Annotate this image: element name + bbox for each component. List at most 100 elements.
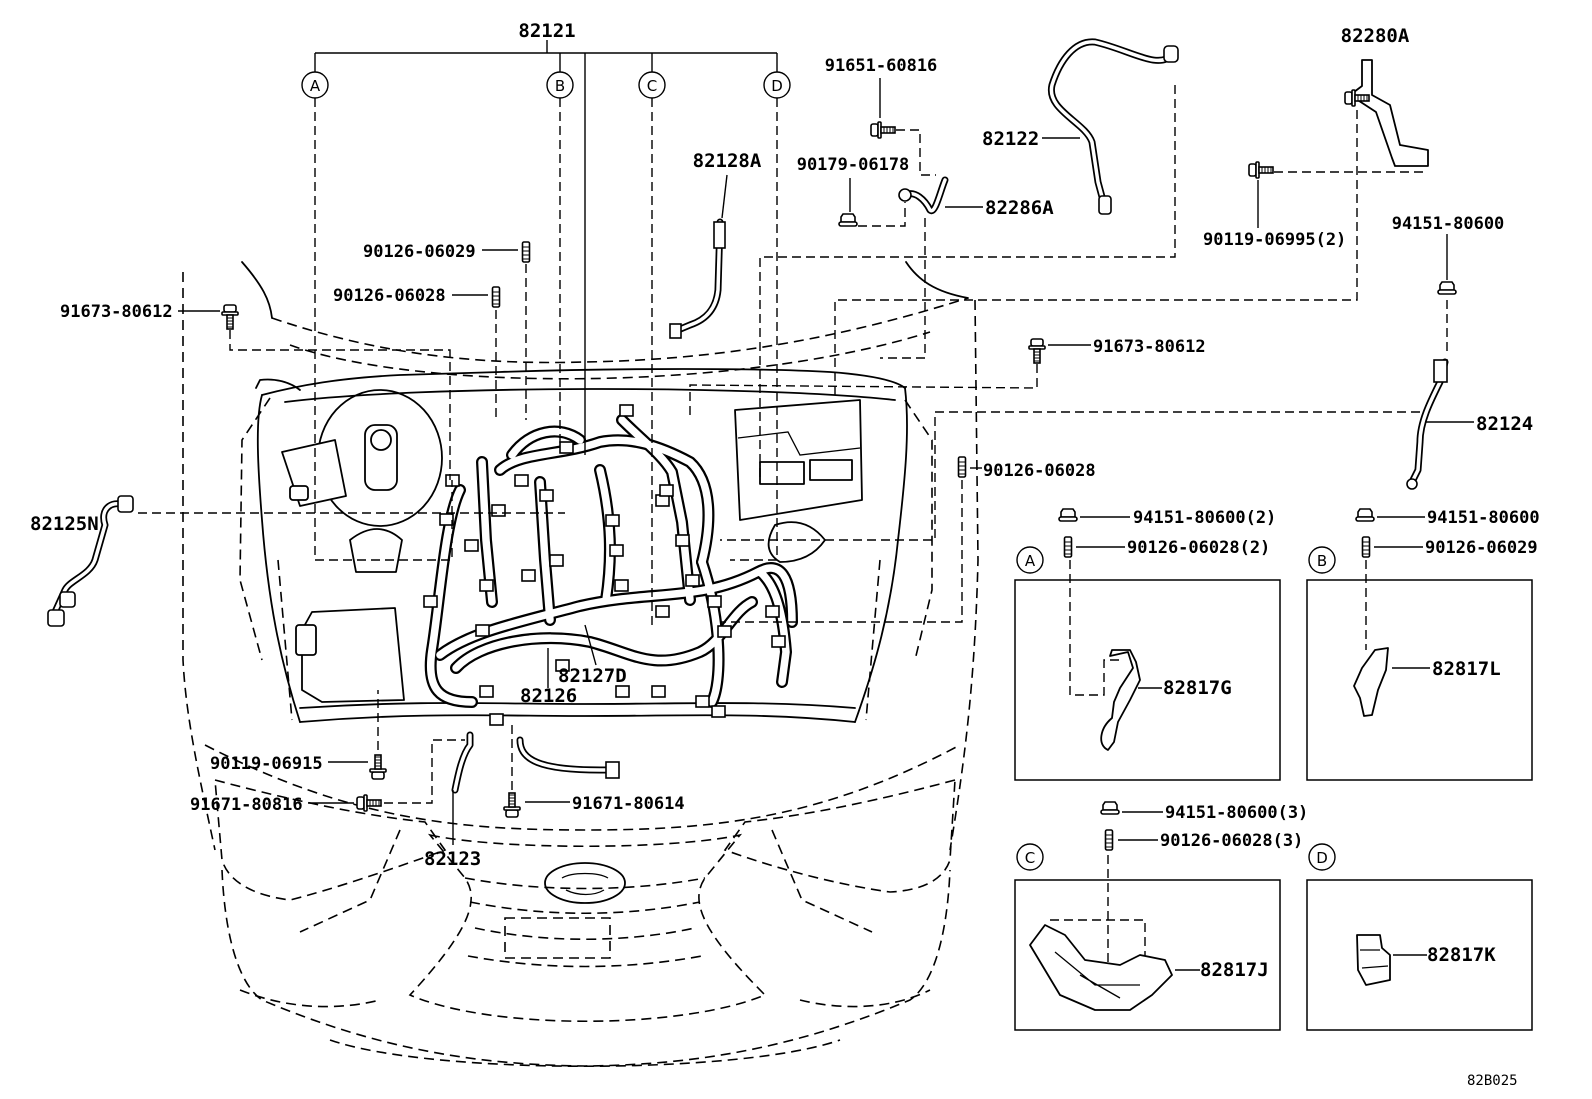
nut-90179-06178-icon [838, 213, 858, 227]
left-reservoir-cap [289, 485, 309, 501]
label-82123: 82123 [424, 848, 481, 870]
bumper-top [204, 744, 961, 831]
detail-c-callout: C [1025, 849, 1035, 867]
label-91673-80612-right: 91673-80612 [1093, 337, 1206, 357]
label-82817g: 82817G [1163, 677, 1232, 699]
detail-a-callout: A [1025, 552, 1036, 570]
grille-slats [464, 877, 706, 968]
bay-front-lip [299, 702, 856, 709]
engine-bay-left-wall [256, 394, 301, 723]
cable-82125n-connector-top [117, 495, 134, 513]
right-fog-lamp [799, 989, 931, 1008]
radiator-support [299, 714, 856, 723]
label-94151-80600-2: 94151-80600(2) [1133, 508, 1276, 528]
label-90119-06995: 90119-06995(2) [1203, 230, 1346, 250]
cable-82124-connector [1433, 359, 1448, 383]
battery-cell-right [809, 459, 853, 481]
label-82126: 82126 [520, 685, 577, 707]
bolt-91651-60816-icon [870, 121, 896, 139]
detail-a: A 94151-80600(2) 90126-06028(2) 82817G [1014, 508, 1281, 781]
leader-lines [138, 40, 1474, 845]
label-94151-80600-3: 94151-80600(3) [1165, 803, 1308, 823]
bolt-90119-06995-icon [1248, 161, 1274, 179]
label-82817j: 82817J [1200, 959, 1269, 981]
fluid-reservoir [364, 424, 398, 491]
left-fender-outer [182, 272, 216, 851]
bolt-91671-80614-icon [503, 792, 521, 818]
engine-wire-harness [423, 404, 792, 726]
clip-82817k-detail [1360, 949, 1389, 969]
nut-94151-80600-icon [1437, 281, 1457, 295]
label-90126-06028-3: 90126-06028(3) [1160, 831, 1303, 851]
air-box-inlet [295, 624, 317, 656]
detail-b-stud-icon [1361, 536, 1371, 558]
label-90126-06028-right: 90126-06028 [983, 461, 1096, 481]
clamp-82817g [1100, 649, 1141, 751]
emblem-mark [561, 872, 609, 896]
label-91673-80612-left: 91673-80612 [60, 302, 173, 322]
detail-b-frame [1306, 579, 1533, 781]
sub-cables [47, 42, 1448, 790]
right-strut-tower [767, 521, 826, 563]
hood-front-edge [271, 297, 969, 364]
lower-lip [329, 1039, 841, 1068]
label-82280a: 82280A [1341, 25, 1410, 47]
car-body-outline [182, 261, 979, 1068]
label-82817k: 82817K [1427, 944, 1496, 966]
detail-c: C 94151-80600(3) 90126-06028(3) 82817J [1014, 801, 1308, 1031]
left-strake [299, 829, 401, 933]
bracket-82817j-ribs [1054, 951, 1140, 999]
callout-b-letter: B [555, 77, 565, 95]
label-94151-80600-top: 94151-80600 [1392, 214, 1505, 234]
label-90119-06915: 90119-06915 [210, 754, 323, 774]
left-strut-line [277, 559, 293, 721]
hood-inner-edge [289, 331, 931, 380]
label-90126-06028-left: 90126-06028 [333, 286, 446, 306]
label-82125n: 82125N [30, 513, 99, 535]
label-90179-06178: 90179-06178 [797, 155, 910, 175]
detail-a-frame [1014, 579, 1281, 781]
air-box [301, 607, 405, 703]
clamp-82817l [1353, 647, 1389, 717]
hood-left-hinge-line [241, 261, 273, 319]
bolt-91673-80612-right-icon [1028, 338, 1046, 364]
engine-bay-components [281, 389, 863, 703]
detail-d: D 82817K [1306, 843, 1533, 1031]
label-82286a: 82286A [985, 197, 1054, 219]
detail-b: B 94151-80600 90126-06029 82817L [1306, 508, 1540, 781]
main-part-labels: 82121 91651-60816 82122 82280A 82128A 90… [30, 20, 1533, 870]
left-fender-inner [239, 397, 271, 661]
detail-a-nut-icon [1058, 508, 1078, 522]
left-lower-cap [349, 528, 403, 573]
callout-c: C [638, 71, 666, 99]
cable-82124-terminal [1406, 478, 1418, 490]
label-91671-80614: 91671-80614 [572, 794, 685, 814]
harness-connectors [423, 404, 786, 726]
detail-d-callout: D [1316, 849, 1328, 867]
detail-d-frame [1306, 879, 1533, 1031]
engine-bay-right-wall [854, 387, 908, 723]
clip-82817k [1356, 934, 1391, 986]
detail-a-stud-icon [1063, 536, 1073, 558]
bracket-82280a [1349, 59, 1429, 167]
label-90126-06029-b: 90126-06029 [1425, 538, 1538, 558]
label-90126-06028-2: 90126-06028(2) [1127, 538, 1270, 558]
right-headlight [723, 778, 956, 893]
label-91651-60816: 91651-60816 [825, 56, 938, 76]
reservoir-cap [370, 429, 392, 451]
label-94151-80600-b: 94151-80600 [1427, 508, 1540, 528]
label-82122: 82122 [982, 128, 1039, 150]
emblem [544, 862, 626, 904]
detail-b-nut-icon [1355, 508, 1375, 522]
callout-a: A [301, 71, 329, 99]
detail-c-stud-icon [1104, 829, 1114, 851]
callout-c-letter: C [647, 77, 657, 95]
hood-right-hinge-line [905, 261, 969, 299]
right-fender-outer [949, 299, 979, 851]
stud-90126-06029-icon [521, 241, 531, 263]
callout-a-letter: A [310, 77, 321, 95]
label-82817l: 82817L [1432, 658, 1501, 680]
label-82124: 82124 [1476, 413, 1533, 435]
